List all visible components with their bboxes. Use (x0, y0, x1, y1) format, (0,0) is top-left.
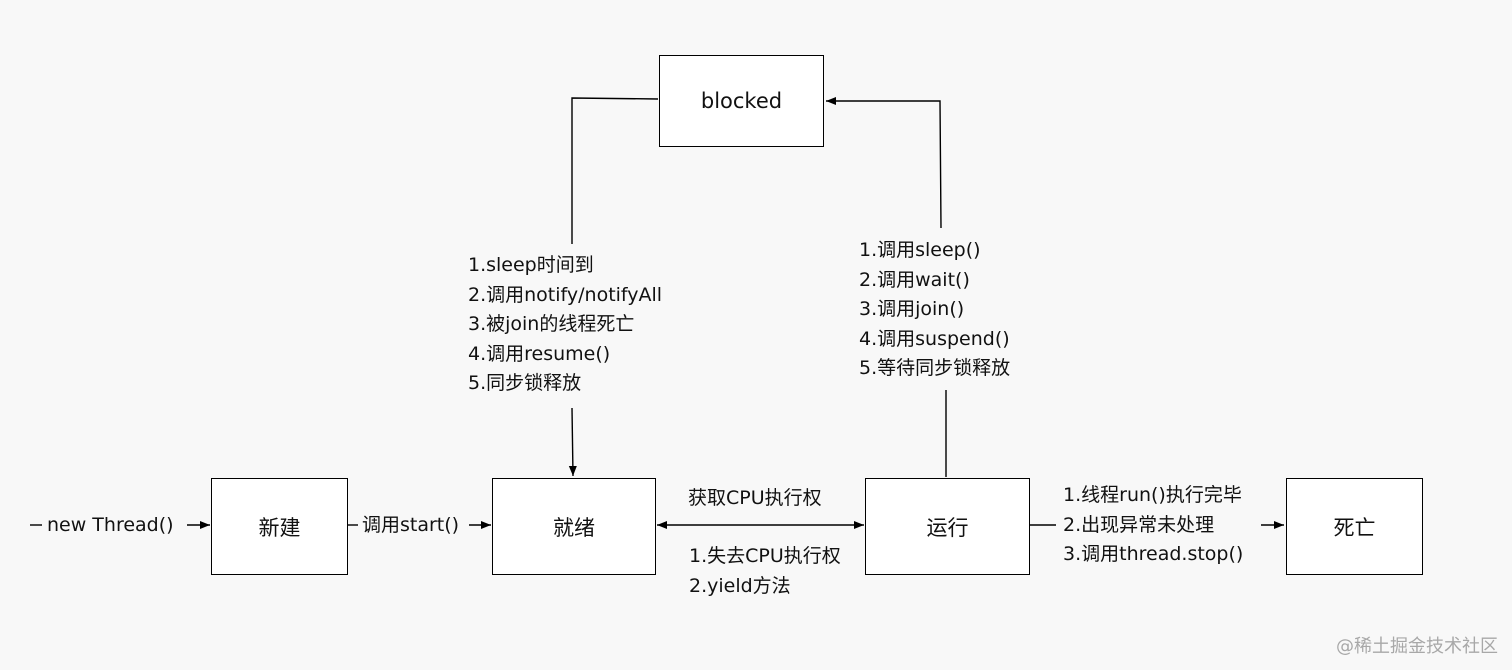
label-running-to-blocked-line: 1.调用sleep() (859, 239, 981, 261)
label-entry: new Thread() (47, 514, 174, 536)
node-new: 新建 (211, 478, 348, 575)
edge-running-to-blocked-top (826, 97, 942, 229)
label-running-to-blocked-line: 5.等待同步锁释放 (859, 357, 1011, 379)
edge-blocked-to-ready-top (571, 97, 659, 244)
label-running-to-blocked-line: 2.调用wait() (859, 268, 970, 291)
label-running-to-dead: 1.线程run()执行完毕 2.出现异常未处理 3.调用thread.stop(… (1063, 481, 1243, 570)
label-lose-cpu-line: 1.失去CPU执行权 (689, 545, 841, 567)
label-running-to-dead-line: 2.出现异常未处理 (1063, 513, 1215, 536)
node-ready: 就绪 (492, 478, 656, 575)
label-start: 调用start() (362, 514, 460, 536)
label-blocked-to-ready: 1.sleep时间到 2.调用notify/notifyAll 3.被join的… (468, 251, 662, 399)
label-running-to-blocked-line: 3.调用join() (859, 298, 965, 320)
label-running-to-dead-line: 1.线程run()执行完毕 (1063, 484, 1242, 506)
label-blocked-to-ready-line: 5.同步锁释放 (468, 372, 582, 394)
watermark: @稀土掘金技术社区 (1336, 636, 1498, 657)
label-blocked-to-ready-line: 1.sleep时间到 (468, 254, 594, 276)
node-running: 运行 (865, 478, 1030, 575)
label-lose-cpu-line: 2.yield方法 (689, 574, 791, 597)
label-blocked-to-ready-line: 2.调用notify/notifyAll (468, 283, 663, 306)
label-blocked-to-ready-line: 4.调用resume() (468, 342, 611, 365)
node-dead: 死亡 (1286, 478, 1423, 575)
label-lose-cpu: 1.失去CPU执行权 2.yield方法 (689, 542, 841, 601)
label-running-to-blocked: 1.调用sleep() 2.调用wait() 3.调用join() 4.调用su… (859, 236, 1010, 384)
label-acquire-cpu: 获取CPU执行权 (688, 487, 822, 509)
node-blocked: blocked (659, 55, 824, 147)
label-running-to-dead-line: 3.调用thread.stop() (1063, 543, 1244, 565)
edge-blocked-to-ready-bottom (568, 407, 577, 477)
label-running-to-blocked-line: 4.调用suspend() (859, 327, 1010, 350)
label-blocked-to-ready-line: 3.被join的线程死亡 (468, 313, 635, 335)
